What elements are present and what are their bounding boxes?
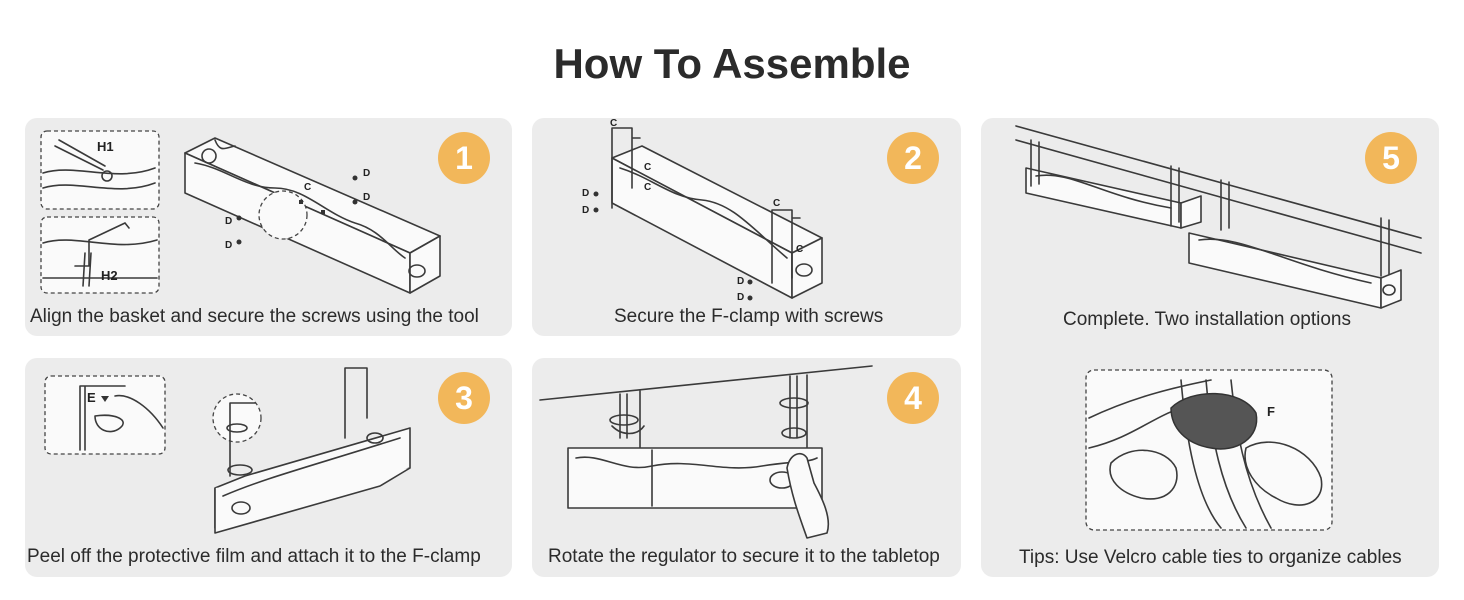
- step-3-illustration: E: [44, 367, 411, 534]
- label-d-1: D: [363, 168, 370, 179]
- label-d-4: D: [737, 292, 744, 303]
- label-c-5: C: [796, 244, 803, 255]
- step-2-caption: Secure the F-clamp with screws: [614, 306, 884, 327]
- label-c-2: C: [644, 162, 651, 173]
- label-f: F: [1267, 404, 1275, 419]
- step-5-badge: 5: [1365, 132, 1417, 184]
- step-1-badge: 1: [438, 132, 490, 184]
- step-4-badge: 4: [887, 372, 939, 424]
- label-h1: H1: [97, 139, 114, 154]
- step-3-panel: E 3 Peel off the protective film and att…: [25, 358, 512, 577]
- step-1-panel: H1 H2 C D D D D 1 Align the basket and s…: [25, 118, 512, 336]
- label-c: C: [304, 182, 311, 193]
- label-c-1: C: [610, 118, 617, 129]
- step-4-panel: 4 Rotate the regulator to secure it to t…: [532, 358, 961, 577]
- step-5-tip: Tips: Use Velcro cable ties to organize …: [1019, 547, 1402, 568]
- step-5-illustration: F: [1015, 125, 1422, 531]
- label-d-1: D: [582, 188, 589, 199]
- step-2-badge: 2: [887, 132, 939, 184]
- label-d-4: D: [225, 240, 232, 251]
- step-5-caption: Complete. Two installation options: [1063, 309, 1351, 330]
- label-d-3: D: [225, 216, 232, 227]
- step-2-illustration: C C C D D C C D D: [582, 118, 823, 303]
- step-5-panel: F 5 Complete. Two installation options T…: [981, 118, 1439, 577]
- label-c-3: C: [644, 182, 651, 193]
- step-2-panel: C C C D D C C D D 2 Secure the F-clamp w…: [532, 118, 961, 336]
- step-3-caption: Peel off the protective film and attach …: [27, 546, 481, 567]
- page-title: How To Assemble: [553, 40, 911, 87]
- label-e: E: [87, 390, 96, 405]
- step-4-caption: Rotate the regulator to secure it to the…: [548, 546, 940, 567]
- label-d-2: D: [363, 192, 370, 203]
- step-1-illustration: H1 H2 C D D D D: [40, 130, 441, 294]
- label-c-4: C: [773, 198, 780, 209]
- step-1-caption: Align the basket and secure the screws u…: [30, 306, 479, 327]
- step-4-illustration: [539, 365, 873, 539]
- label-d-3: D: [737, 276, 744, 287]
- step-3-badge: 3: [438, 372, 490, 424]
- label-d-2: D: [582, 205, 589, 216]
- label-h2: H2: [101, 268, 118, 283]
